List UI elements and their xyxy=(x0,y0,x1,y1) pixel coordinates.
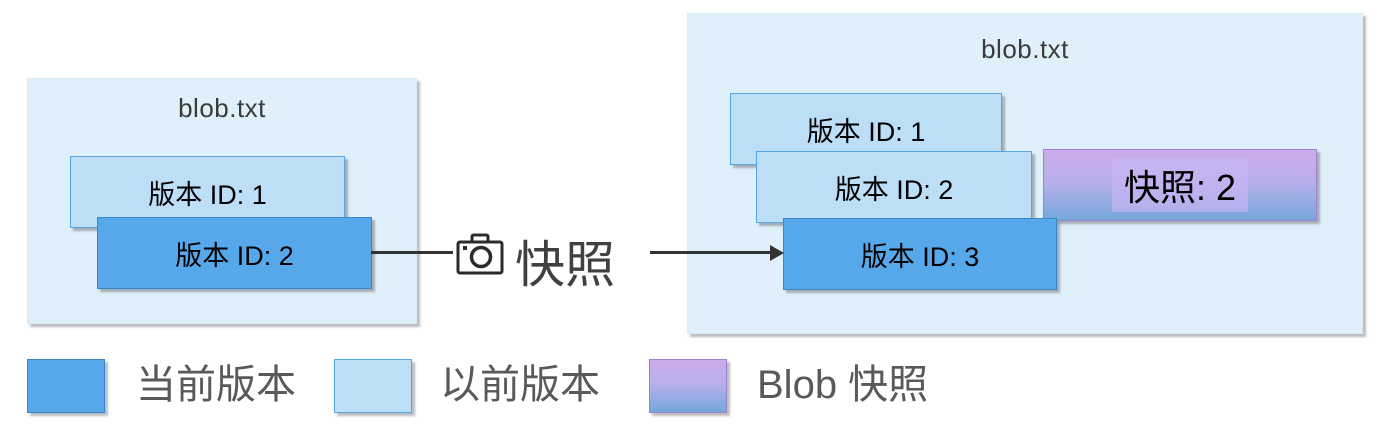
version-label: 版本 ID: 2 xyxy=(175,240,294,271)
version-box-current: 版本 ID: 3 xyxy=(783,218,1057,290)
version-label: 版本 ID: 3 xyxy=(860,241,980,272)
camera-icon xyxy=(456,233,504,275)
legend-label-previous-version: 以前版本 xyxy=(440,363,600,407)
version-box-current: 版本 ID: 2 xyxy=(97,217,372,289)
blob-title: blob.txt xyxy=(981,34,1069,64)
version-label: 版本 ID: 1 xyxy=(148,179,267,210)
legend-swatch-previous-version xyxy=(334,359,412,413)
connector-line-right xyxy=(650,251,772,254)
snapshot-label: 快照: 2 xyxy=(1111,158,1249,212)
version-label: 版本 ID: 1 xyxy=(806,116,926,147)
snapshot-action-label: 快照 xyxy=(515,237,615,293)
version-label: 版本 ID: 2 xyxy=(834,174,954,205)
connector-line-left xyxy=(371,251,453,254)
legend-swatch-blob-snapshot xyxy=(649,359,727,413)
version-box-previous: 版本 ID: 2 xyxy=(756,151,1032,223)
legend-label-current-version: 当前版本 xyxy=(136,363,296,407)
snapshot-box: 快照: 2 xyxy=(1043,149,1317,221)
blob-title: blob.txt xyxy=(178,93,266,123)
legend-label-blob-snapshot: Blob 快照 xyxy=(757,363,929,407)
legend-swatch-current-version xyxy=(27,359,105,413)
arrow-head-icon xyxy=(770,245,784,261)
